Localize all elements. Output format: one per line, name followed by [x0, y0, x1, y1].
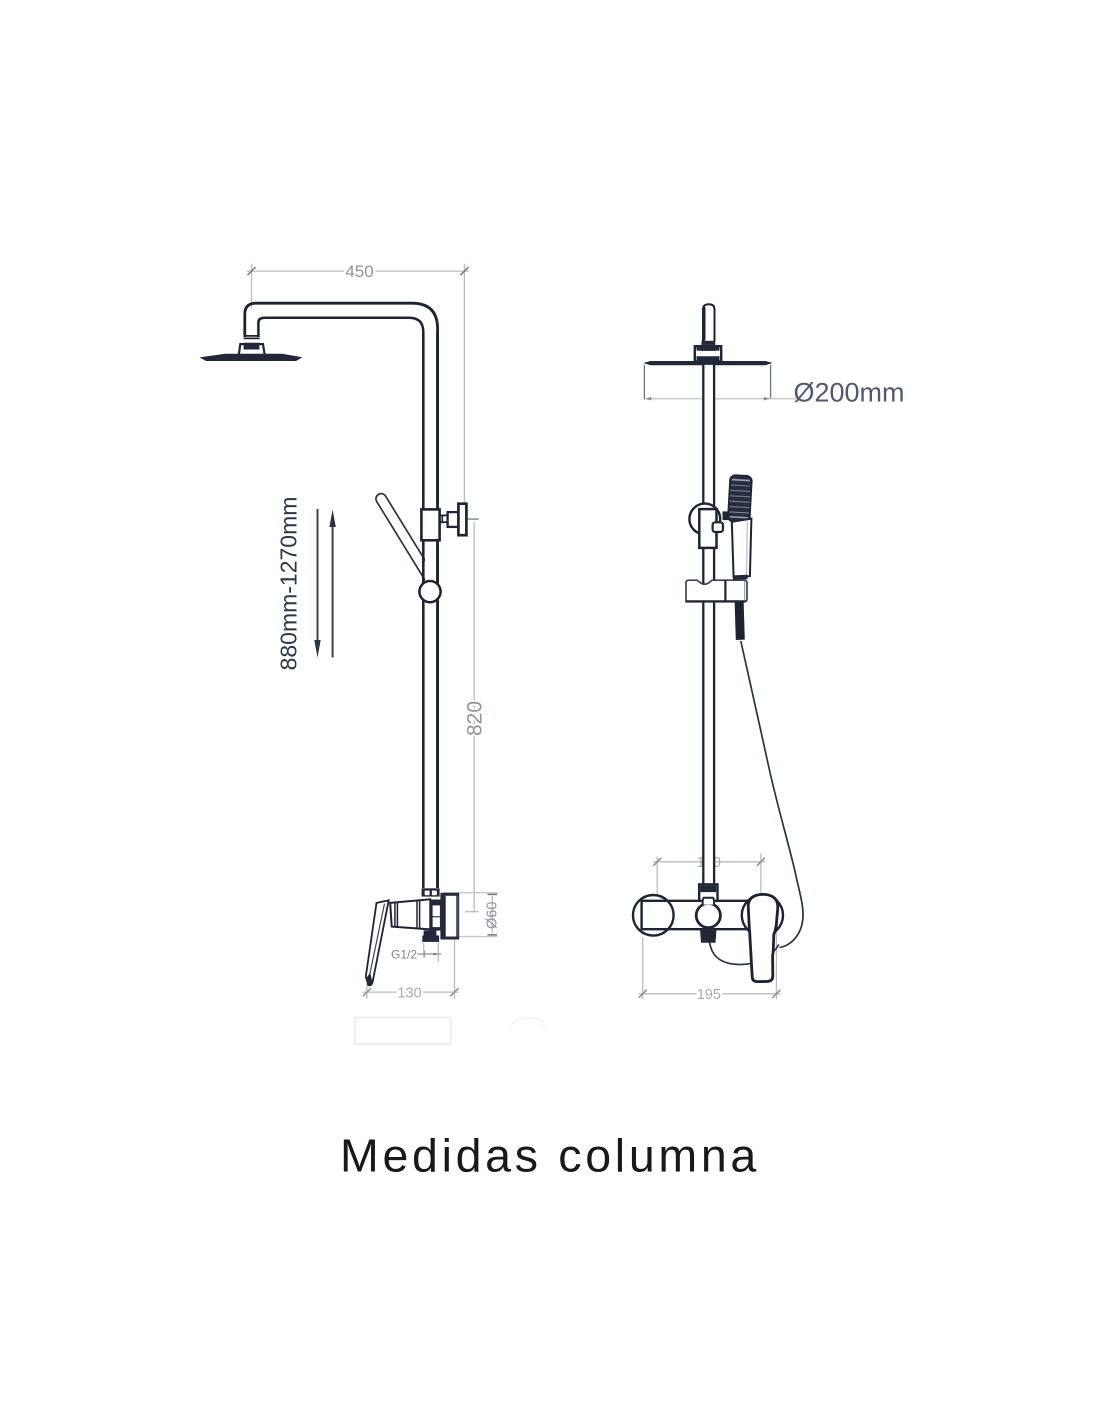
svg-text:130: 130	[397, 986, 421, 1002]
svg-text:820: 820	[463, 701, 486, 736]
svg-text:Medidas columna: Medidas columna	[340, 1130, 760, 1182]
svg-text:195: 195	[697, 987, 721, 1003]
svg-text:Ø200mm: Ø200mm	[794, 378, 905, 408]
svg-text:Ø60: Ø60	[485, 902, 501, 929]
svg-text:G1/2: G1/2	[391, 947, 417, 961]
svg-text:880mm-1270mm: 880mm-1270mm	[275, 497, 301, 671]
svg-text:450: 450	[345, 262, 373, 281]
